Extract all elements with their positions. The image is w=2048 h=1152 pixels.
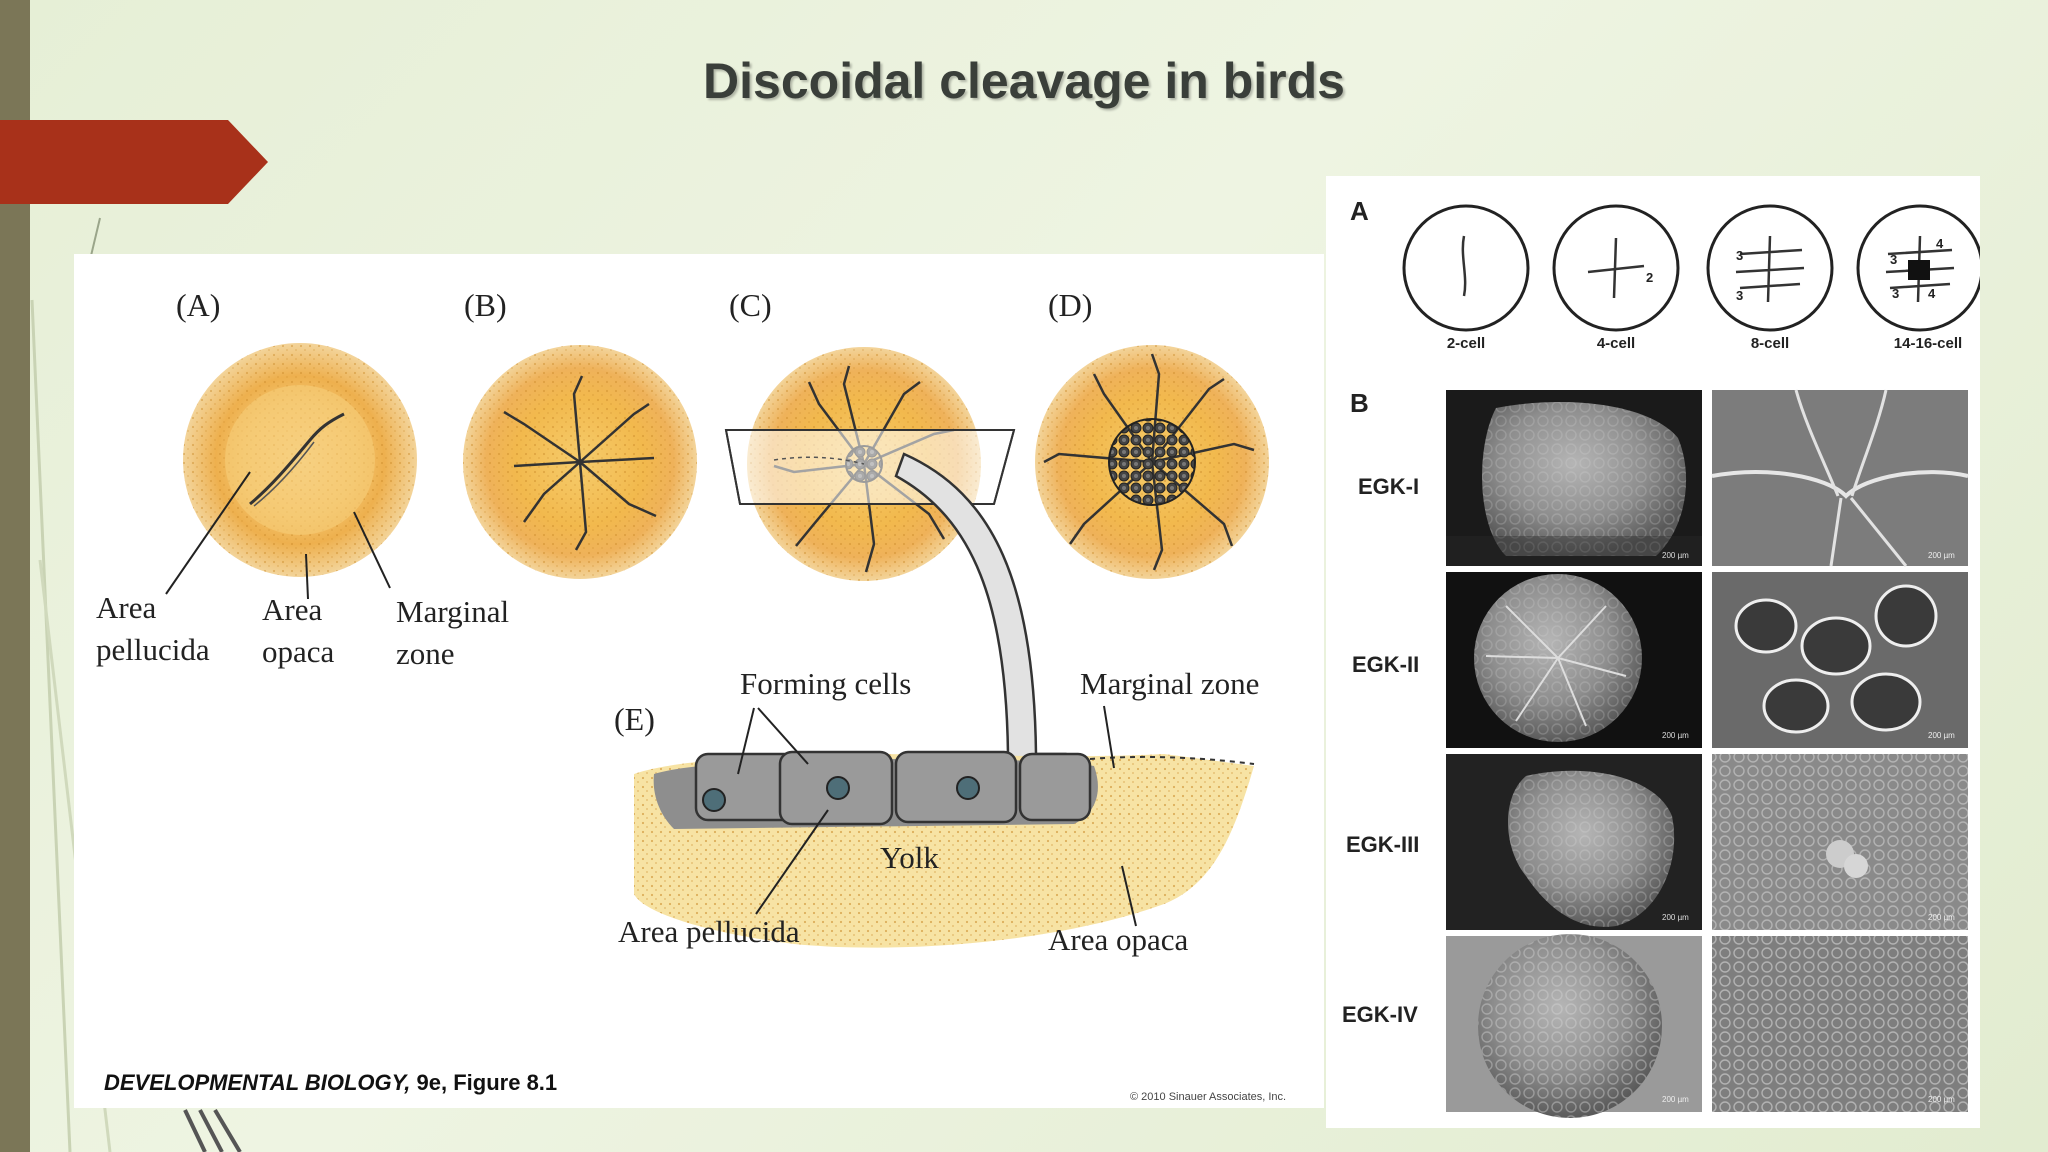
textbook-figure-8-1: (A) (B) (C) (D) (E) <box>74 254 1324 1108</box>
stage-label: 4-cell <box>1597 335 1635 352</box>
panel-label-a: (A) <box>176 287 220 323</box>
label-area-pellucida-e: Area pellucida <box>618 914 800 949</box>
label-area-pellucida-2: pellucida <box>96 632 210 667</box>
slide-title: Discoidal cleavage in birds <box>703 53 1345 109</box>
forming-cell <box>1018 752 1092 822</box>
nucleus <box>956 776 980 800</box>
label-yolk: Yolk <box>880 840 939 875</box>
stage-14-16-cell: 4 3 3 4 14-16-cell <box>1856 204 1984 352</box>
scale-bar-label: 200 µm <box>1662 913 1689 922</box>
row-label-egk-i: EGK-I <box>1358 474 1419 499</box>
sem-image-egk-i-low: 200 µm <box>1446 390 1702 566</box>
label-area-opaca-e: Area opaca <box>1048 922 1188 957</box>
stage-4-cell: 2 4-cell <box>1552 204 1680 352</box>
stage-mark: 3 <box>1736 248 1743 263</box>
row-label-egk-iii: EGK-III <box>1346 832 1419 857</box>
title-accent-arrow <box>0 120 268 204</box>
panel-label-b: (B) <box>464 287 507 323</box>
scale-bar-label: 200 µm <box>1662 1095 1689 1104</box>
sem-image-egk-iv-low: 200 µm <box>1446 934 1702 1118</box>
row-label-egk-iv: EGK-IV <box>1342 1002 1418 1027</box>
stage-label: 8-cell <box>1751 335 1789 352</box>
blastoderm-a <box>183 343 417 577</box>
stage-label: 2-cell <box>1447 335 1485 352</box>
panel-label-right-a: A <box>1350 196 1369 226</box>
cleavage-diagram: (A) (B) (C) (D) (E) <box>96 287 1286 1103</box>
scale-bar-label: 200 µm <box>1928 731 1955 740</box>
label-marginal-2: zone <box>396 636 455 671</box>
sem-image-egk-iii-high: 200 µm <box>1712 754 1968 930</box>
sem-image-egk-i-high: 200 µm <box>1711 389 1969 567</box>
leader-marginal-zone <box>353 511 391 589</box>
scale-bar-label: 200 µm <box>1928 1095 1955 1104</box>
stage-mark: 4 <box>1936 236 1944 251</box>
figure-caption: DEVELOPMENTAL BIOLOGY, 9e, Figure 8.1 <box>104 1070 557 1095</box>
leader-area-opaca-e <box>1121 865 1137 927</box>
sem-image-egk-ii-high: 200 µm <box>1712 572 1968 748</box>
stage-8-cell: 3 3 8-cell <box>1706 204 1834 352</box>
leader-area-opaca <box>305 553 309 600</box>
sem-image-egk-ii-low: 200 µm <box>1446 572 1702 748</box>
leader-forming-cells <box>737 707 755 775</box>
sem-image-egk-iv-high: 200 µm <box>1712 936 1968 1112</box>
row-label-egk-ii: EGK-II <box>1352 652 1419 677</box>
blastoderm-c <box>724 347 1016 581</box>
label-area-opaca-2: opaca <box>262 634 335 669</box>
stage-mark: 2 <box>1646 270 1653 285</box>
nucleus <box>826 776 850 800</box>
copyright: © 2010 Sinauer Associates, Inc. <box>1130 1091 1286 1103</box>
leader-forming-cells-2 <box>757 707 809 765</box>
nucleus <box>702 788 726 812</box>
panel-label-c: (C) <box>729 287 772 323</box>
blastoderm-d <box>1035 345 1269 579</box>
scale-bar-label: 200 µm <box>1928 551 1955 560</box>
scale-bar-label: 200 µm <box>1928 913 1955 922</box>
stage-mark: 3 <box>1892 286 1899 301</box>
stage-mark: 3 <box>1736 288 1743 303</box>
label-forming-cells: Forming cells <box>740 666 911 701</box>
panel-label-right-b: B <box>1350 388 1369 418</box>
label-area-opaca-1: Area <box>262 592 322 627</box>
stage-2-cell: 2-cell <box>1402 204 1530 352</box>
label-area-pellucida-1: Area <box>96 590 156 625</box>
stage-mark: 3 <box>1890 252 1897 267</box>
scale-bar-label: 200 µm <box>1662 731 1689 740</box>
panel-label-e: (E) <box>614 701 655 737</box>
scale-bar-label: 200 µm <box>1662 551 1689 560</box>
cross-section-e <box>634 750 1255 948</box>
egk-stages-panel: A 2-cell 2 4-cell 3 3 8-cell 4 3 3 4 14-… <box>1342 196 1984 1118</box>
blastoderm-b <box>463 345 697 579</box>
label-marginal-1: Marginal <box>396 594 509 629</box>
forming-cell <box>894 750 1018 824</box>
sem-image-egk-iii-low: 200 µm <box>1446 754 1702 930</box>
leader-area-pellucida <box>165 471 251 595</box>
stage-label: 14-16-cell <box>1894 335 1962 352</box>
stage-mark: 4 <box>1928 286 1936 301</box>
leader-marginal-zone-e <box>1103 705 1115 769</box>
label-marginal-zone-e: Marginal zone <box>1080 666 1259 701</box>
cleavage-stages-figure: A 2-cell 2 4-cell 3 3 8-cell 4 3 3 4 14-… <box>1326 176 1984 1128</box>
panel-label-d: (D) <box>1048 287 1092 323</box>
leader-area-pellucida-e <box>755 809 829 915</box>
